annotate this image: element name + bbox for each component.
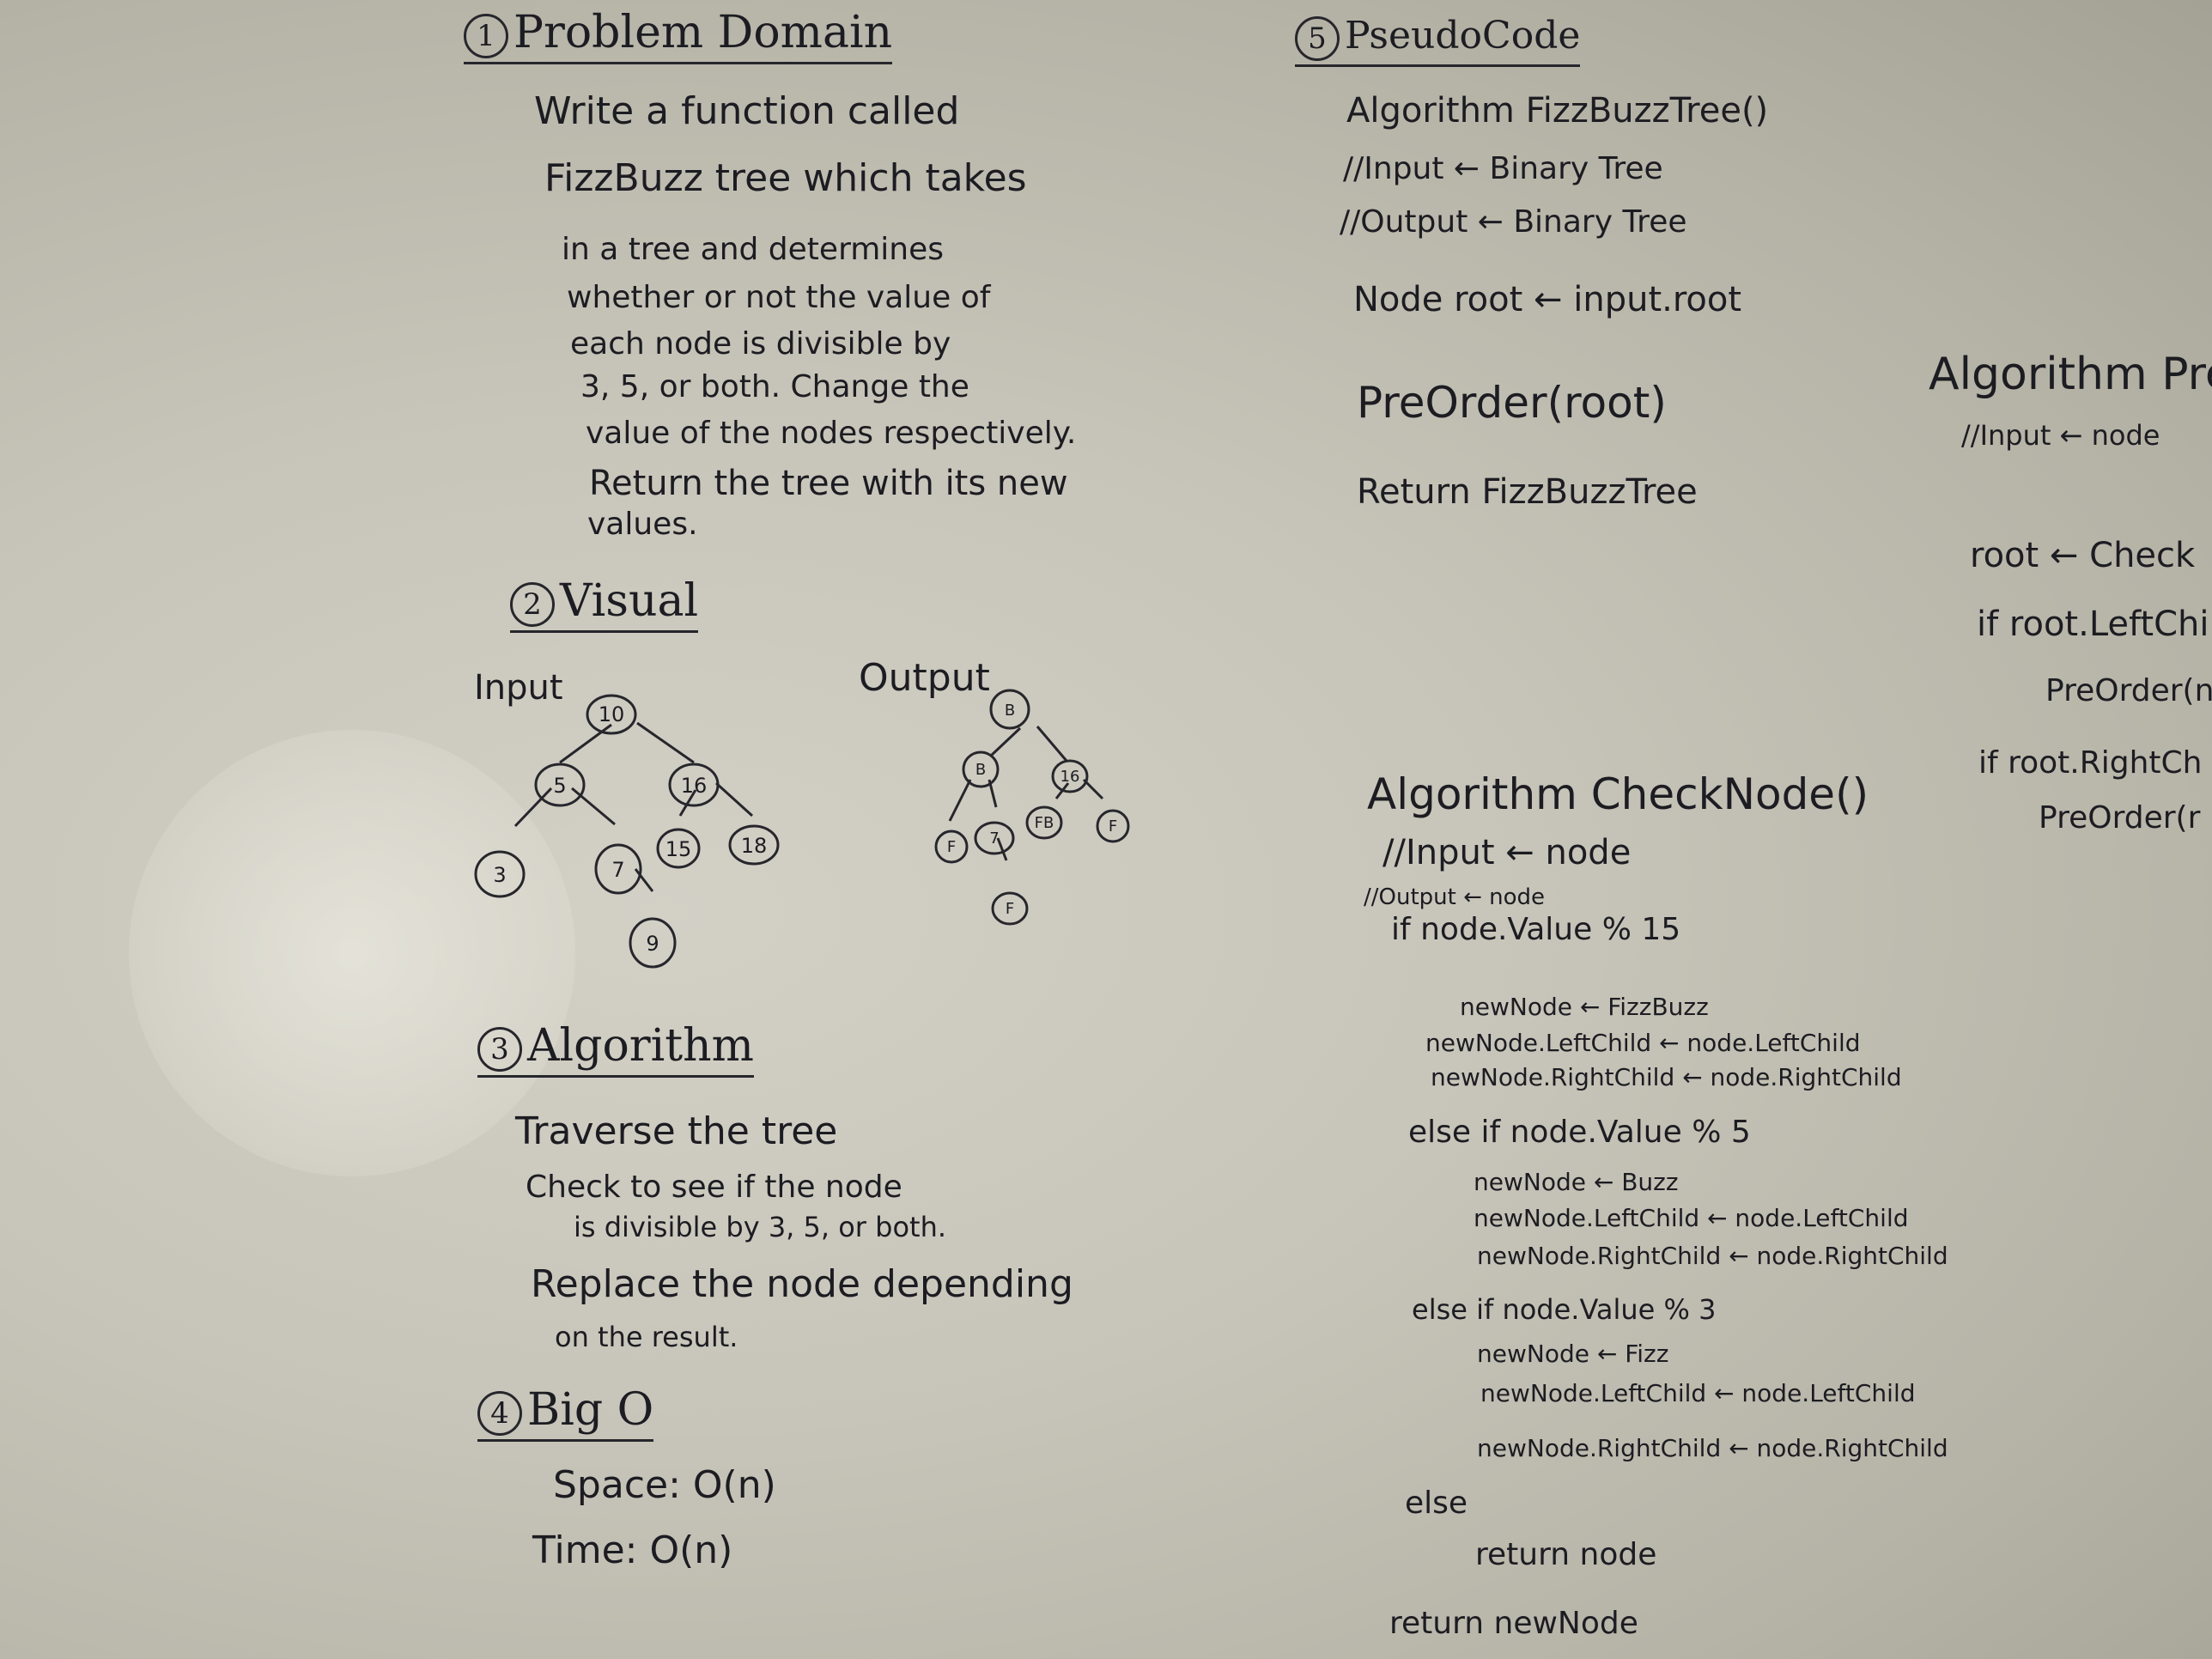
preorder-block: Algorithm PreO //Input ← node root ← Che… xyxy=(1915,326,2212,876)
checknode-line-4: if node.Value % 15 xyxy=(1391,912,1681,947)
input-node-10-label: 10 xyxy=(599,702,625,726)
output-node-7 xyxy=(974,821,1015,855)
problem-line-6: 3, 5, or both. Change the xyxy=(580,369,969,404)
input-node-3-label: 3 xyxy=(493,863,506,887)
input-node-10 xyxy=(586,694,637,735)
problem-line-1: Write a function called xyxy=(534,89,960,133)
algorithm-line-3: is divisible by 3, 5, or both. xyxy=(574,1211,947,1243)
output-node-root-label: B xyxy=(1005,702,1015,720)
input-node-15-label: 15 xyxy=(665,837,692,861)
input-node-5 xyxy=(534,763,586,807)
section-number-1: 1 xyxy=(464,13,508,58)
checknode-line-6: newNode.LeftChild ← node.LeftChild xyxy=(1425,1029,1861,1057)
pseudo-line-1: Algorithm FizzBuzzTree() xyxy=(1346,91,1769,131)
input-node-16 xyxy=(668,763,720,807)
output-node-left-left xyxy=(934,830,969,864)
problem-line-8: Return the tree with its new xyxy=(589,464,1068,503)
checknode-line-12: else if node.Value % 3 xyxy=(1412,1293,1717,1326)
preorder-line-5: PreOrder(n xyxy=(2045,673,2212,708)
algorithm-line-5: on the result. xyxy=(555,1321,738,1353)
input-node-9-label: 9 xyxy=(646,932,659,956)
checknode-line-2: //Input ← node xyxy=(1382,833,1632,872)
problem-line-7: value of the nodes respectively. xyxy=(586,416,1077,451)
output-node-fb xyxy=(1025,805,1063,840)
pseudo-line-3: //Output ← Binary Tree xyxy=(1340,204,1687,240)
preorder-line-6: if root.RightCh xyxy=(1978,745,2203,781)
checknode-line-9: newNode ← Buzz xyxy=(1474,1168,1679,1196)
pseudo-line-6: Return FizzBuzzTree xyxy=(1357,472,1698,512)
bigo-space: Space: O(n) xyxy=(553,1463,776,1507)
input-node-18 xyxy=(728,824,780,866)
section-number-5: 5 xyxy=(1295,15,1340,61)
checknode-line-7: newNode.RightChild ← node.RightChild xyxy=(1431,1063,1902,1091)
pseudo-line-4: Node root ← input.root xyxy=(1353,280,1742,319)
input-node-5-label: 5 xyxy=(553,774,566,798)
output-label: Output xyxy=(859,656,990,700)
preorder-line-1: Algorithm PreO xyxy=(1929,349,2212,400)
input-node-18-label: 18 xyxy=(741,834,768,858)
preorder-line-3: root ← Check xyxy=(1970,536,2196,575)
checknode-line-10: newNode.LeftChild ← node.LeftChild xyxy=(1474,1204,1909,1232)
preorder-line-7: PreOrder(r xyxy=(2039,800,2201,836)
input-node-3 xyxy=(474,850,526,898)
checknode-line-16: else xyxy=(1405,1486,1468,1521)
output-node-right-right xyxy=(1096,809,1130,843)
checknode-line-8: else if node.Value % 5 xyxy=(1408,1115,1751,1150)
checknode-line-13: newNode ← Fizz xyxy=(1477,1340,1669,1368)
problem-line-3: in a tree and determines xyxy=(562,232,945,267)
output-node-16-label: 16 xyxy=(1060,768,1080,786)
section-number-4: 4 xyxy=(477,1390,522,1436)
algorithm-line-1: Traverse the tree xyxy=(515,1109,838,1153)
bigo-time: Time: O(n) xyxy=(532,1528,733,1572)
algorithm-line-4: Replace the node depending xyxy=(531,1262,1073,1306)
section-number-3: 3 xyxy=(477,1026,522,1072)
checknode-line-15: newNode.RightChild ← node.RightChild xyxy=(1477,1434,1948,1462)
problem-line-4: whether or not the value of xyxy=(567,280,991,315)
pseudo-line-5: PreOrder(root) xyxy=(1357,378,1667,428)
output-tree-diagram: B B 16 F 7 FB F F xyxy=(934,689,1130,926)
section-number-2: 2 xyxy=(510,581,555,627)
problem-line-5: each node is divisible by xyxy=(570,326,951,362)
checknode-line-18: return newNode xyxy=(1389,1606,1638,1641)
output-node-left-label: B xyxy=(975,761,986,779)
checknode-line-3: //Output ← node xyxy=(1364,884,1546,910)
checknode-line-11: newNode.RightChild ← node.RightChild xyxy=(1477,1242,1948,1270)
pseudo-line-2: //Input ← Binary Tree xyxy=(1343,151,1663,186)
output-node-left xyxy=(962,750,1000,788)
checknode-line-17: return node xyxy=(1475,1537,1657,1572)
checknode-line-5: newNode ← FizzBuzz xyxy=(1460,993,1709,1021)
input-label: Input xyxy=(474,668,563,708)
input-node-15 xyxy=(656,828,701,869)
input-node-16-label: 16 xyxy=(681,774,708,798)
output-node-leaf xyxy=(991,891,1029,926)
output-node-root xyxy=(989,689,1030,730)
input-node-7-label: 7 xyxy=(611,858,624,882)
checknode-line-14: newNode.LeftChild ← node.LeftChild xyxy=(1480,1379,1916,1407)
problem-line-9: values. xyxy=(587,507,698,542)
input-node-9 xyxy=(629,917,677,969)
output-node-right-right-label: F xyxy=(1109,817,1117,836)
problem-line-2: FizzBuzz tree which takes xyxy=(544,156,1027,200)
input-node-7 xyxy=(594,843,642,895)
input-tree-diagram: 10 5 16 3 7 15 18 9 xyxy=(474,694,780,969)
preorder-line-2: //Input ← node xyxy=(1961,419,2160,452)
output-node-7-label: 7 xyxy=(989,830,999,848)
algorithm-line-2: Check to see if the node xyxy=(526,1170,902,1205)
output-node-16 xyxy=(1051,759,1089,793)
checknode-line-1: Algorithm CheckNode() xyxy=(1367,769,1869,819)
output-node-left-left-label: F xyxy=(947,838,956,856)
preorder-line-4: if root.LeftChil xyxy=(1977,605,2212,644)
output-node-fb-label: FB xyxy=(1035,814,1054,832)
output-node-leaf-label: F xyxy=(1006,900,1014,918)
